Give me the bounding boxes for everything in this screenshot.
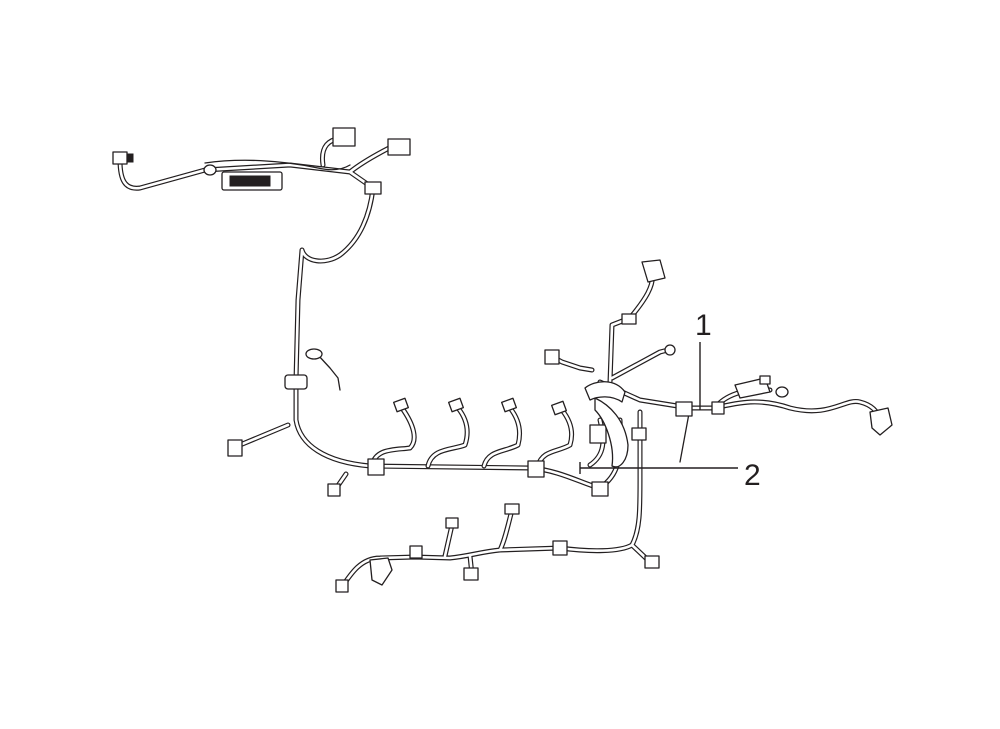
callout-1-label: 1 [695,309,712,342]
callout-2-label: 2 [744,459,761,492]
injector-pigtails [369,397,575,469]
harness-connectors [112,127,893,593]
harness-trunks [117,135,883,593]
callout-leaders [579,342,738,474]
